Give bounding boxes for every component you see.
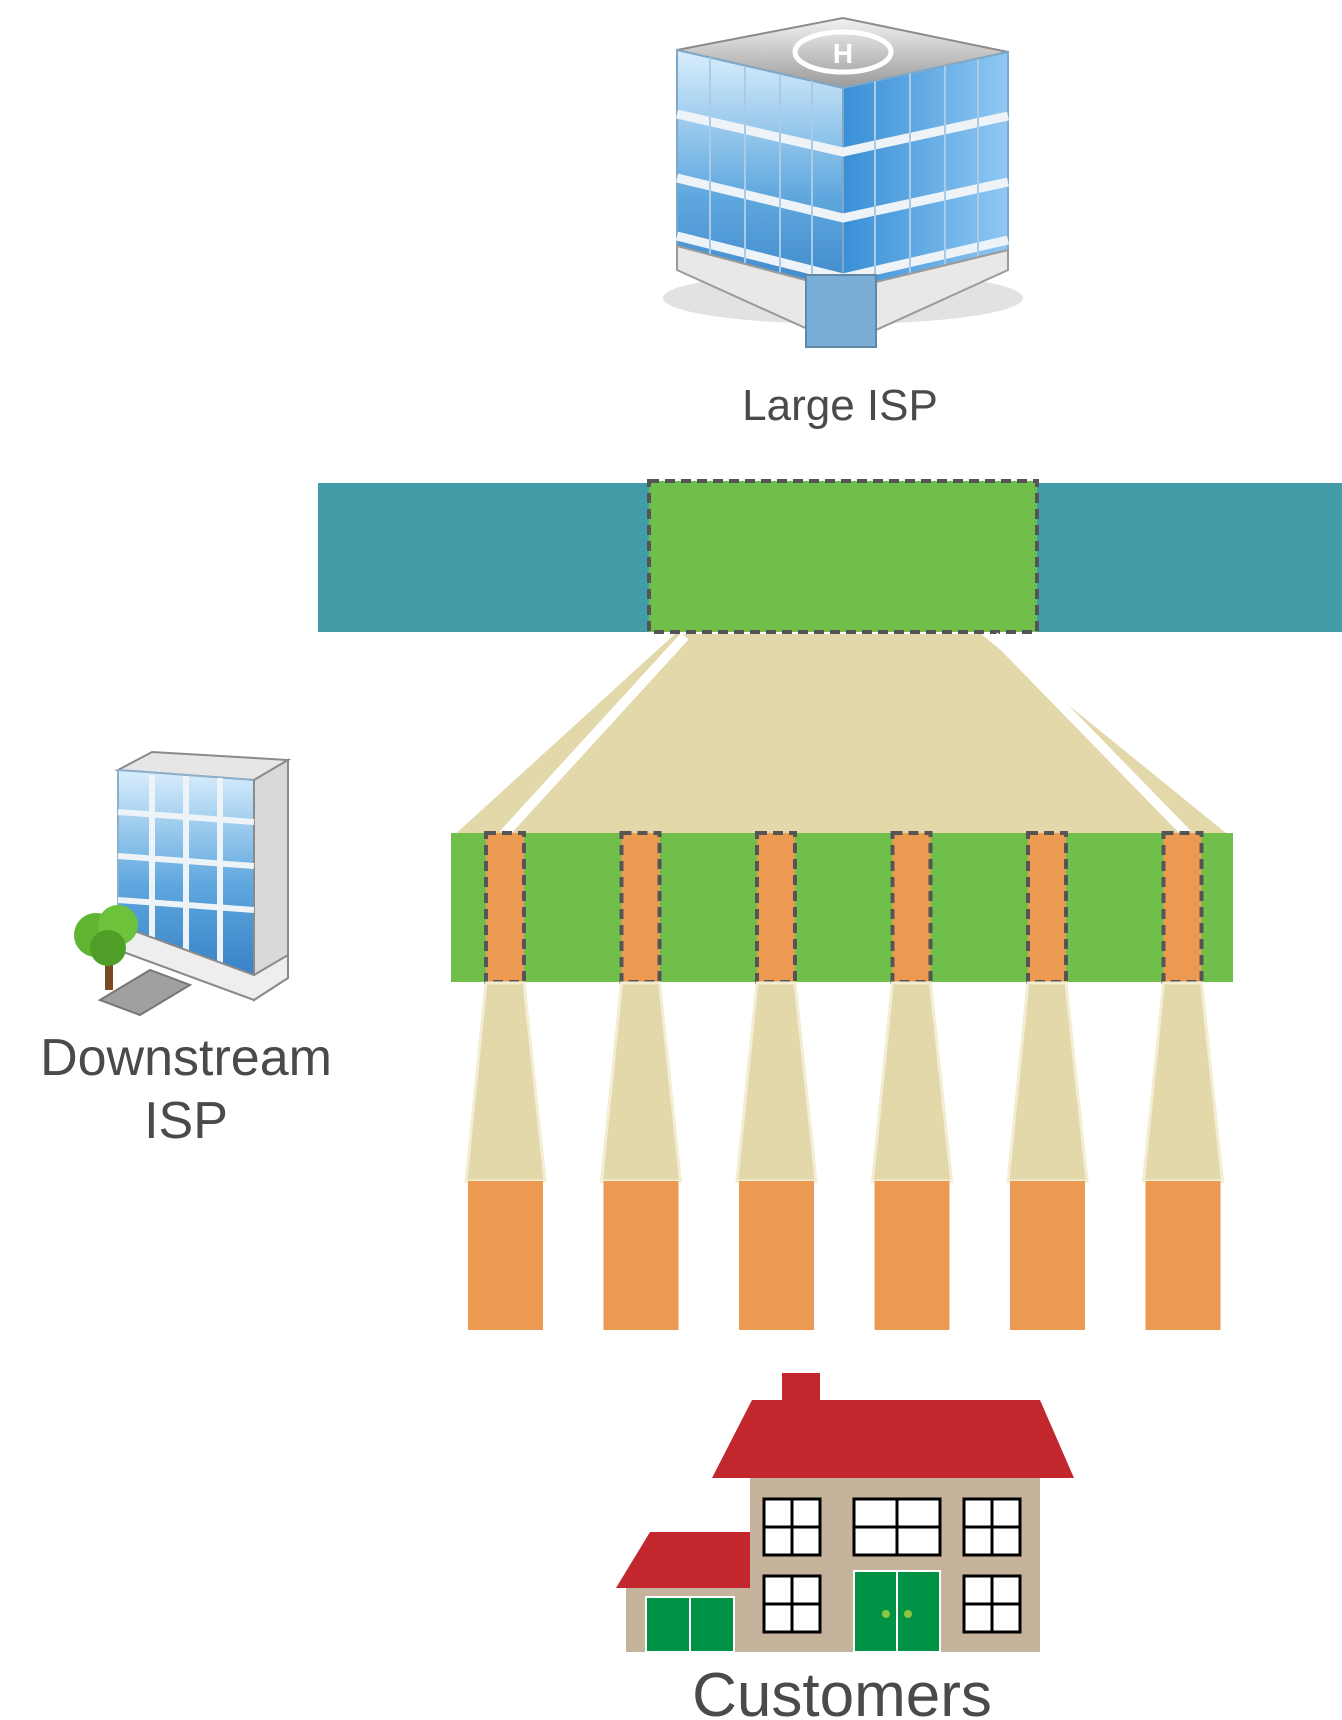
customer-sub-block: [619, 831, 662, 984]
customer-sub-block: [1161, 831, 1204, 984]
customer-funnel: [735, 981, 818, 1183]
customer-block: [874, 1181, 950, 1330]
house-icon: [616, 1373, 1074, 1653]
customer-funnels: [464, 981, 1225, 1183]
customer-funnel: [599, 981, 683, 1183]
allocated-block: [647, 479, 1039, 634]
customer-blocks: [468, 1181, 1221, 1330]
customer-sub-block: [755, 831, 797, 984]
office-tower-building-icon: H: [663, 16, 1023, 348]
customer-block: [468, 1181, 543, 1330]
customer-sub-block: [484, 831, 526, 984]
downstream-allocation-block: [451, 833, 1233, 982]
customers-label: Customers: [692, 1661, 992, 1720]
svg-text:H: H: [833, 38, 853, 69]
customer-block: [739, 1181, 814, 1330]
customer-sub-blocks: [484, 831, 1204, 984]
downstream-isp-label-line1: Downstream: [40, 1029, 332, 1087]
customer-funnel: [870, 981, 954, 1183]
small-office-building-icon: [74, 750, 292, 1017]
large-isp-label: Large ISP: [742, 381, 938, 430]
customer-funnel: [1141, 981, 1225, 1183]
customer-block: [1145, 1181, 1221, 1330]
customer-block: [1010, 1181, 1085, 1330]
customer-sub-block: [1026, 831, 1068, 984]
customer-funnel: [1006, 981, 1089, 1183]
downstream-isp-label-line2: ISP: [144, 1092, 228, 1150]
customer-block: [603, 1181, 679, 1330]
customer-funnel: [464, 981, 547, 1183]
zoom-funnel: [451, 634, 1232, 838]
customer-sub-block: [890, 831, 933, 984]
